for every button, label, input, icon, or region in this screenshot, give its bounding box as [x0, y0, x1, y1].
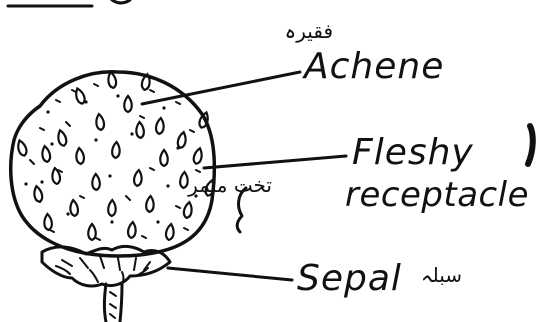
achene-seed: [33, 185, 44, 202]
achene-seed: [136, 122, 145, 138]
top-edge-marks: [8, 0, 130, 6]
receptacle-urdu-label: تخت متمر: [187, 173, 272, 197]
achene-seed: [74, 87, 87, 105]
achene-seed: [133, 170, 142, 187]
achene-seed: [41, 145, 51, 162]
achene-seed: [155, 118, 164, 135]
achene-seed: [180, 172, 189, 188]
achene-seed: [16, 139, 28, 157]
achene-seed: [108, 200, 116, 216]
achene-seed: [56, 129, 67, 146]
achene-seed: [69, 200, 78, 217]
achene-urdu-label: فقیرہ: [285, 19, 333, 43]
achene-seed: [44, 214, 53, 230]
receptacle-body: [11, 72, 215, 256]
achene-seed: [95, 114, 105, 131]
achene-seed: [146, 196, 155, 212]
achene-seed: [107, 71, 117, 88]
right-edge-mark: [528, 126, 533, 164]
achene-seed: [165, 224, 175, 241]
achene-seed: [192, 147, 203, 164]
achene-seed: [160, 150, 168, 166]
achene-seed: [112, 142, 121, 158]
fleshy-label: Fleshy: [352, 132, 474, 173]
achene-seed: [88, 224, 96, 240]
receptacle-leader-line: [204, 156, 346, 168]
achene-seed: [92, 174, 100, 190]
achene-label: Achene: [302, 46, 444, 87]
achene-seed: [183, 201, 193, 218]
achene-seed: [127, 222, 136, 239]
achene-seed: [177, 131, 188, 148]
achene-leader-line: [142, 72, 300, 104]
stalk: [105, 284, 123, 322]
achene-seed: [124, 96, 132, 112]
sepal-urdu-label: سبلہ: [421, 263, 462, 287]
sepal-leader-line: [168, 268, 292, 280]
sepal-label: Sepal: [297, 258, 402, 299]
achene-seed: [75, 148, 84, 165]
receptacle-label: receptacle: [345, 175, 529, 215]
